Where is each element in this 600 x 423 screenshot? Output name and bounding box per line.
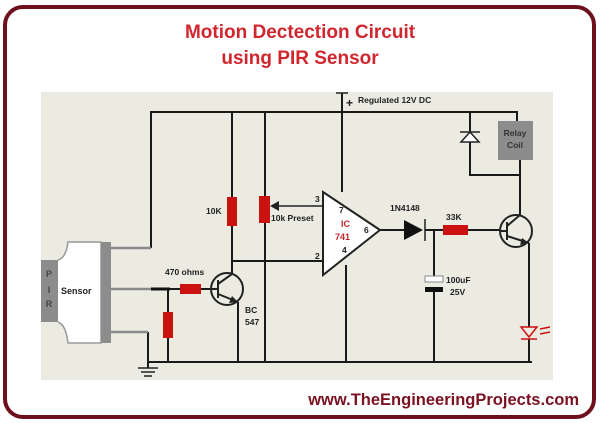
pin-3-label: 3 [315,194,320,204]
resistor-470-label: 470 ohms [165,267,204,277]
ground-icon [138,367,158,377]
flyback-diode-icon [459,130,481,143]
relay-label: Relay [504,128,527,138]
pir-letter: P [46,269,52,279]
pir-sensor: P I R Sensor [41,241,111,344]
pin-7-label: 7 [339,205,344,215]
resistor-10k [227,197,237,226]
capacitor-icon [424,275,444,283]
preset-10k [259,196,270,223]
pin-2-label: 2 [315,251,320,261]
resistor-pulldown [163,312,173,338]
pin-6-label: 6 [364,225,369,235]
schematic-panel [41,92,553,380]
sensor-label: Sensor [61,286,92,296]
resistor-33k [443,225,468,235]
led-icon [519,326,551,340]
transistor-bc547-icon [210,272,244,306]
ic-label: IC [341,219,351,229]
transistor-label: 547 [245,317,259,327]
capacitor-label: 25V [450,287,465,297]
pin-4-label: 4 [342,245,347,255]
capacitor-label: 100uF [446,275,471,285]
transistor-driver-icon [499,214,533,248]
preset-label: 10k Preset [271,213,314,223]
website-footer: www.TheEngineeringProjects.com [307,391,579,409]
opamp-741-icon [322,190,382,278]
resistor-33k-label: 33K [446,212,462,222]
transistor-label: BC [245,305,257,315]
preset-wiper-arrow-icon [270,201,279,211]
ic-label: 741 [335,232,350,242]
sensor-pins [111,246,151,334]
supply-label: Regulated 12V DC [358,95,431,105]
title-line-2: using PIR Sensor [221,48,379,69]
title-line-1: Motion Dectection Circuit [185,22,416,43]
relay-label: Coil [507,140,523,150]
diode-1n4148-icon [404,220,423,240]
supply-plus-icon: + [346,96,353,110]
resistor-470 [180,284,201,294]
diode-label: 1N4148 [390,203,420,213]
resistor-10k-label: 10K [206,206,222,216]
pir-letter: I [48,285,51,295]
relay-coil [498,121,533,160]
pir-letter: R [46,299,53,309]
